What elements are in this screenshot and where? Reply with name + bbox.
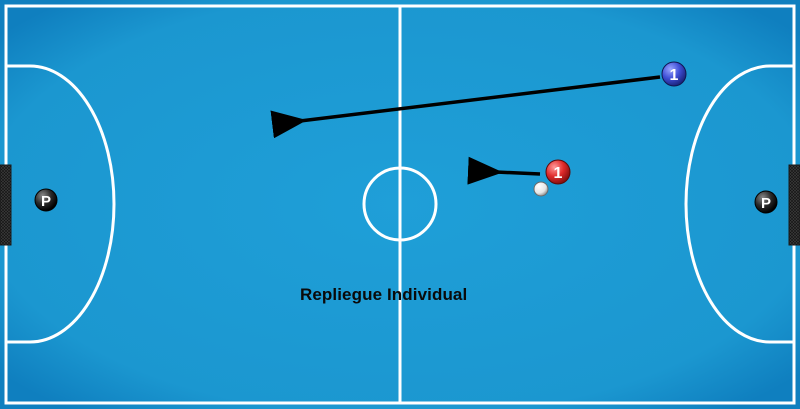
left-goalkeeper-label: P: [41, 193, 51, 210]
right-goalkeeper-token: P: [754, 190, 778, 214]
red-player-token: 1: [545, 159, 571, 185]
right-goal: [788, 164, 800, 246]
right-goalkeeper-label: P: [761, 195, 771, 212]
center-circle: [362, 166, 438, 242]
ball: [533, 181, 549, 197]
blue-player-token: 1: [661, 61, 687, 87]
diagram-caption: Repliegue Individual: [300, 285, 468, 304]
left-penalty-area: [6, 64, 116, 344]
blue-player-run-arrow: [270, 75, 661, 139]
right-penalty-area: [684, 64, 794, 344]
left-goalkeeper-token: P: [34, 188, 58, 212]
red-player-run-arrow: [467, 156, 541, 185]
red-player-label: 1: [554, 165, 563, 182]
left-goal: [0, 164, 12, 246]
blue-player-label: 1: [670, 67, 679, 84]
